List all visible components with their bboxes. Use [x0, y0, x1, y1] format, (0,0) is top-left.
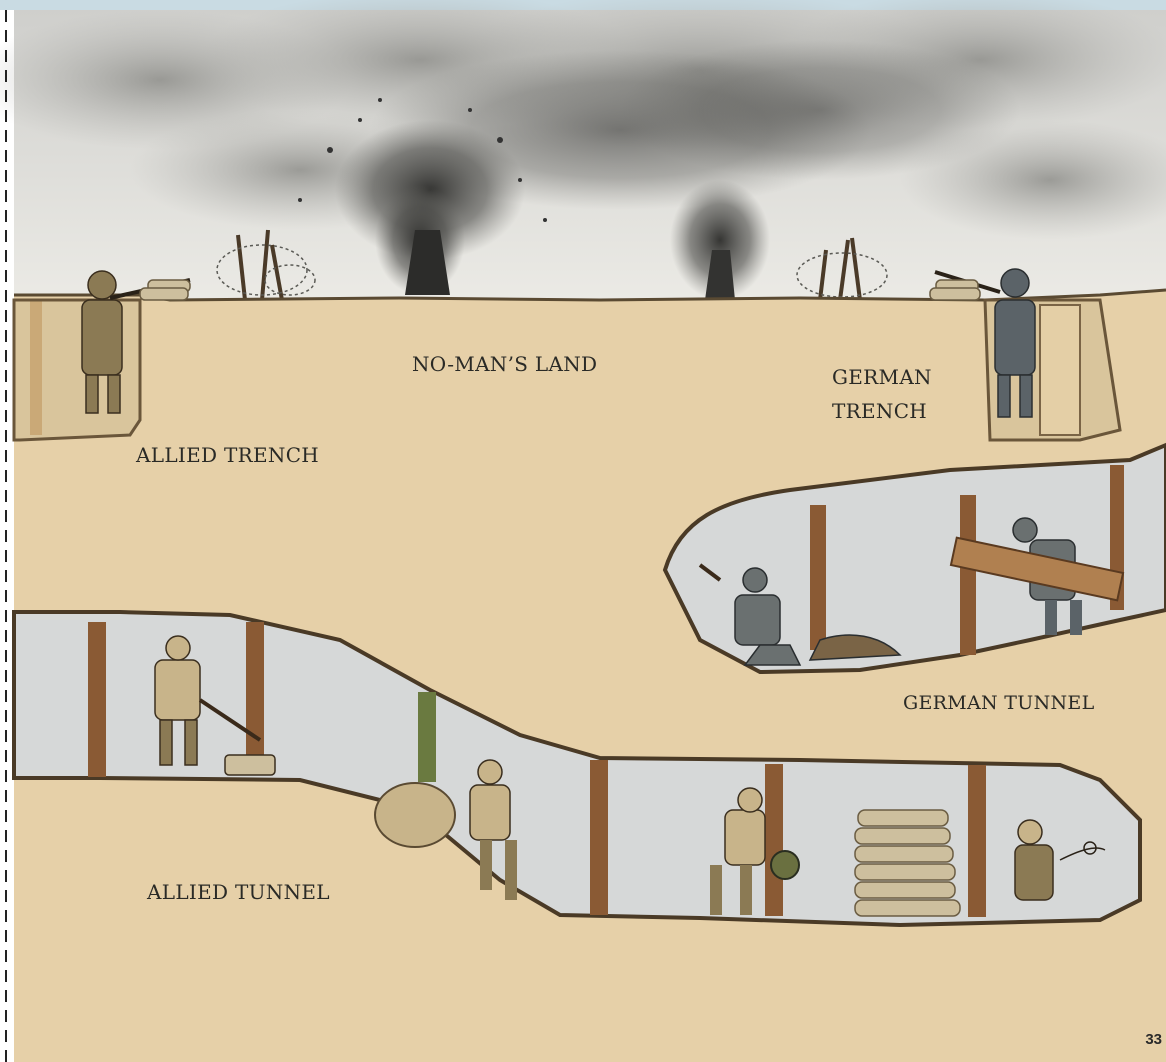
label-german-tunnel: GERMAN TUNNEL — [903, 692, 1095, 714]
allied-rifleman — [81, 270, 191, 414]
allied-soldier-pushing-cart — [374, 759, 517, 900]
label-no-mans-land: NO-MAN’S LAND — [412, 352, 598, 376]
allied-soldier-with-detonator — [1014, 819, 1106, 901]
sandbags-right — [929, 279, 981, 301]
label-allied-trench: ALLIED TRENCH — [136, 443, 320, 467]
label-german-trench: GERMAN TRENCH — [832, 365, 932, 423]
german-rifleman — [934, 268, 1036, 418]
barbed-wire-left — [216, 229, 316, 301]
page-number: 33 — [1145, 1031, 1162, 1048]
smoke-column — [670, 180, 770, 300]
shell-explosion — [298, 98, 547, 295]
label-allied-tunnel: ALLIED TUNNEL — [147, 880, 330, 904]
german-tunnel-cut — [662, 442, 1166, 675]
sandbags-left — [139, 279, 191, 301]
allied-soldier-with-cable-reel — [710, 787, 800, 915]
german-miner-with-pickaxe — [698, 563, 902, 666]
german-soldier-carrying-plank — [949, 517, 1125, 635]
sandbag-stack — [854, 809, 961, 917]
allied-digger-with-shovel — [154, 635, 276, 776]
storm-clouds — [0, 0, 1166, 240]
